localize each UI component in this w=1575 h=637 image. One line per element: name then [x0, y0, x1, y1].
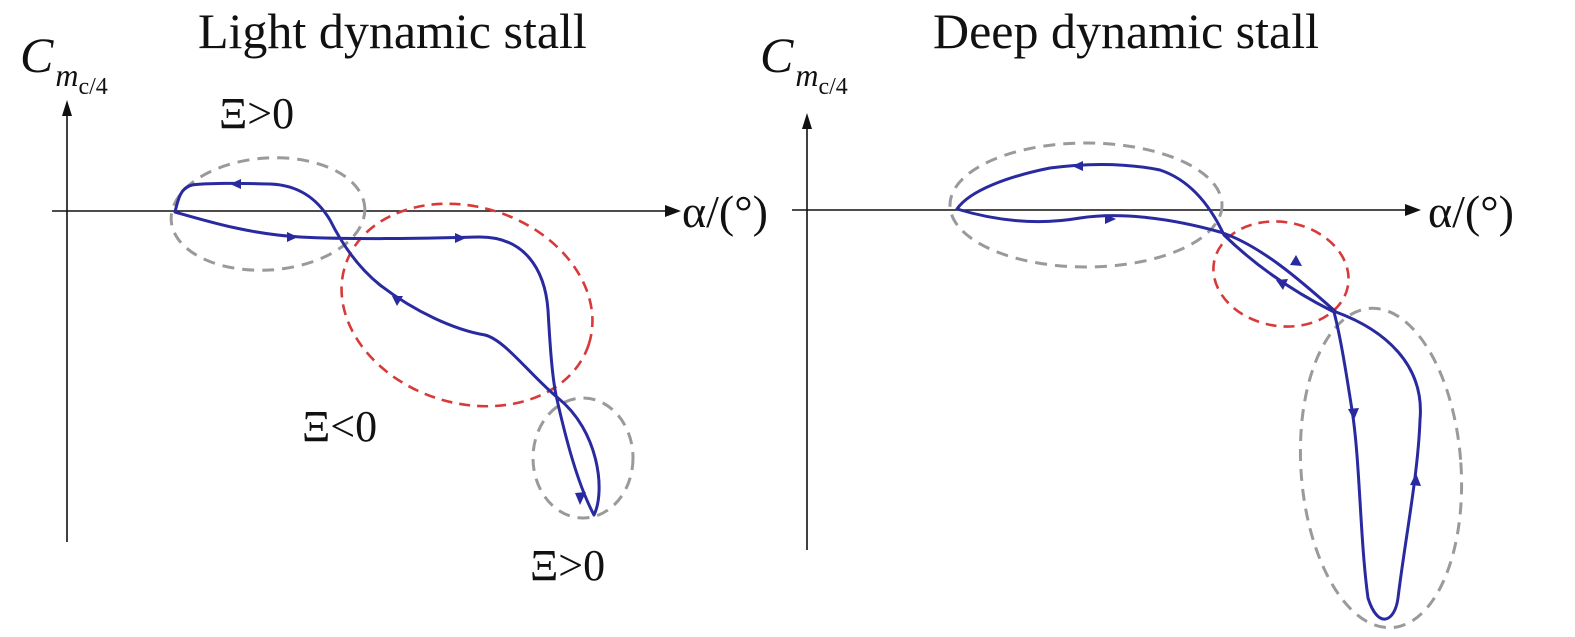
light-stall-arrow-return: [392, 296, 403, 306]
deep-stall-hysteresis-curve: [955, 163, 1422, 621]
light-stall-y-axis-arrow: [62, 100, 72, 116]
deep-stall-panel: Deep dynamic stall Cmc/4 α/(°): [760, 3, 1514, 630]
deep-stall-arrow-middle-down: [1290, 255, 1302, 266]
deep-stall-arrow-lower-branch: [1105, 214, 1116, 224]
light-stall-arrow-lower-branch: [287, 232, 298, 242]
light-stall-panel: Light dynamic stall Cmc/4 α/(°) Ξ>0 Ξ<0 …: [20, 3, 768, 590]
light-stall-region-label-upper: Ξ>0: [219, 89, 294, 138]
light-stall-title: Light dynamic stall: [198, 3, 587, 59]
light-stall-hysteresis-curve: [173, 181, 601, 517]
deep-stall-title: Deep dynamic stall: [933, 3, 1319, 59]
deep-stall-region-middle: [1212, 220, 1350, 328]
deep-stall-y-axis-arrow: [802, 113, 812, 129]
light-stall-arrow-plateau: [455, 233, 466, 243]
light-stall-x-label: α/(°): [682, 186, 768, 237]
light-stall-region-middle: [340, 202, 594, 408]
deep-stall-arrow-descent: [1348, 408, 1359, 420]
deep-stall-x-label: α/(°): [1428, 186, 1514, 237]
light-stall-y-label: Cmc/4: [20, 27, 108, 100]
light-stall-region-upper: [169, 156, 367, 272]
light-stall-region-lower: [531, 396, 635, 520]
light-stall-arrow-upper-branch: [230, 179, 241, 189]
deep-stall-region-upper: [948, 141, 1224, 269]
deep-stall-arrow-middle-up: [1276, 279, 1288, 290]
light-stall-region-label-lower: Ξ>0: [530, 541, 605, 590]
light-stall-region-label-middle: Ξ<0: [302, 402, 377, 451]
deep-stall-arrow-ascent: [1410, 473, 1421, 486]
deep-stall-x-axis-arrow: [1405, 204, 1421, 216]
light-stall-arrow-descent: [575, 492, 586, 505]
deep-stall-arrow-upper-branch: [1072, 161, 1083, 171]
deep-stall-region-lower: [1298, 306, 1464, 630]
light-stall-x-axis-arrow: [665, 205, 681, 217]
deep-stall-y-label: Cmc/4: [760, 27, 848, 100]
